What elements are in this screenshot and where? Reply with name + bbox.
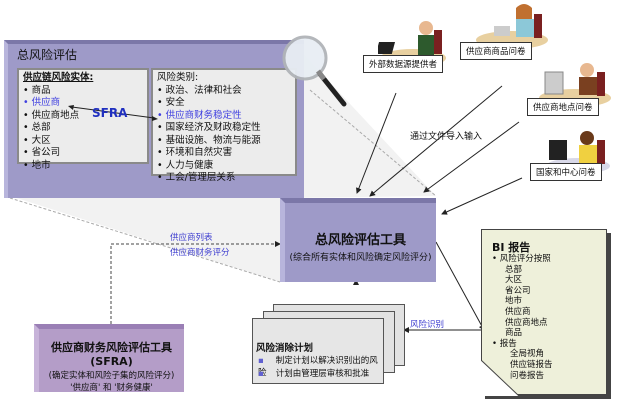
sfra-desc: (确定实体和风险子集的风险评分) bbox=[48, 371, 175, 381]
category-item: • 人力与健康 bbox=[157, 159, 214, 171]
bi-report-title: BI 报告 bbox=[492, 241, 531, 254]
sfra-tool: 供应商财务风险评估工具 (SFRA) (确定实体和风险子集的风险评分) '供应商… bbox=[34, 324, 184, 393]
entity-item: • 商品 bbox=[23, 84, 51, 96]
bi-report-item: 全局视角 bbox=[510, 349, 545, 360]
entity-item: • 地市 bbox=[23, 159, 51, 171]
risk-identification-label: 风险识别 bbox=[410, 320, 445, 330]
category-item: • 安全 bbox=[157, 97, 185, 108]
bi-report-item: 省公司 bbox=[505, 285, 531, 296]
risk-category-box: 风险类别: • 政治、法律和社会 • 安全 • 供应商财务稳定性 • 国家经济及… bbox=[151, 68, 297, 183]
entity-item: • 总部 bbox=[23, 122, 51, 133]
sfra-title: 供应商财务风险评估工具 bbox=[51, 341, 172, 354]
entity-heading: 供应链风险实体: bbox=[23, 72, 94, 83]
sfra-scope: '供应商' 和 '财务健康' bbox=[70, 383, 153, 393]
category-item: • 供应商财务稳定性 bbox=[157, 109, 242, 121]
tool-title: 总风险评估工具 bbox=[314, 233, 406, 248]
source-location-survey: 供应商地点问卷 bbox=[527, 98, 599, 116]
category-item: • 政治、法律和社会 bbox=[157, 84, 242, 96]
bi-report-item: 商品 bbox=[505, 328, 523, 339]
arrow-external-data bbox=[356, 92, 397, 194]
overall-risk-assessment-panel: 总风险评估 供应链风险实体: • 商品 • 供应商 • 供应商地点 • 总部 •… bbox=[4, 40, 304, 198]
entity-item: • 供应商 bbox=[23, 97, 61, 108]
bi-report-list: • 风险评分按照 总部 大区 省公司 地市 供应商 供应商地点 商品 • 报告 … bbox=[492, 254, 553, 381]
source-country-center-survey: 国家和中心问卷 bbox=[530, 163, 602, 181]
entity-item: • 大区 bbox=[23, 134, 51, 146]
bi-report-item: • 报告 bbox=[492, 338, 517, 349]
category-item: • 环境和自然灾害 bbox=[157, 147, 233, 158]
bi-report-item: 大区 bbox=[505, 275, 523, 286]
bi-report-item: 供应商 bbox=[505, 306, 531, 317]
category-heading: 风险类别: bbox=[157, 72, 199, 83]
panel-title: 总风险评估 bbox=[17, 48, 78, 62]
page-fold bbox=[481, 360, 520, 397]
category-item: • 工会/管理层关系 bbox=[157, 172, 236, 183]
supplier-list-label: 供应商列表 bbox=[170, 233, 213, 243]
overall-risk-assessment-tool: 总风险评估工具 (综合所有实体和风险确定风险评分) bbox=[280, 198, 436, 282]
bi-report-item: 总部 bbox=[505, 264, 523, 275]
sfra-link-arrow bbox=[68, 105, 158, 121]
source-external-data-provider: 外部数据源提供者 bbox=[363, 55, 444, 73]
category-item: • 基础设施、物流与能源 bbox=[157, 134, 261, 146]
risk-mitigation-plan: 风险消除计划 ▪制定计划以解决识别出的风险 ▪计划由管理层审核和批准 bbox=[252, 318, 384, 384]
entity-item: • 供应商地点 bbox=[23, 109, 80, 121]
source-commodity-survey: 供应商商品问卷 bbox=[460, 42, 532, 60]
entity-list-box: 供应链风险实体: • 商品 • 供应商 • 供应商地点 • 总部 • 大区 • … bbox=[17, 68, 149, 171]
bi-report-item: 问卷报告 bbox=[510, 370, 545, 381]
arrow-country-survey bbox=[441, 177, 523, 215]
sfra-abbr: (SFRA) bbox=[90, 355, 133, 368]
magnifier-icon bbox=[282, 35, 347, 107]
mitigation-title: 风险消除计划 bbox=[256, 343, 314, 354]
bi-report-document: BI 报告 • 风险评分按照 总部 大区 省公司 地市 供应商 供应商地点 商品… bbox=[481, 229, 607, 397]
sfra-link-label: SFRA bbox=[92, 106, 128, 120]
tool-subtitle: (综合所有实体和风险确定风险评分) bbox=[289, 253, 432, 263]
bi-report-item: • 风险评分按照 bbox=[492, 254, 551, 264]
bi-report-item: 供应商地点 bbox=[505, 317, 548, 328]
supplier-financial-score-label: 供应商财务评分 bbox=[170, 248, 230, 258]
arrow-to-bi-report bbox=[435, 241, 485, 331]
mitigation-item: ▪计划由管理层审核和批准 bbox=[258, 369, 370, 379]
category-item: • 国家经济及财政稳定性 bbox=[157, 122, 261, 133]
entity-item: • 省公司 bbox=[23, 147, 61, 158]
bi-report-item: 供应链报告 bbox=[510, 359, 553, 370]
mitigation-item: ▪制定计划以解决识别出的风险 bbox=[258, 356, 378, 378]
bi-report-item: 地市 bbox=[505, 296, 523, 307]
file-import-label: 通过文件导入输入 bbox=[410, 132, 483, 142]
